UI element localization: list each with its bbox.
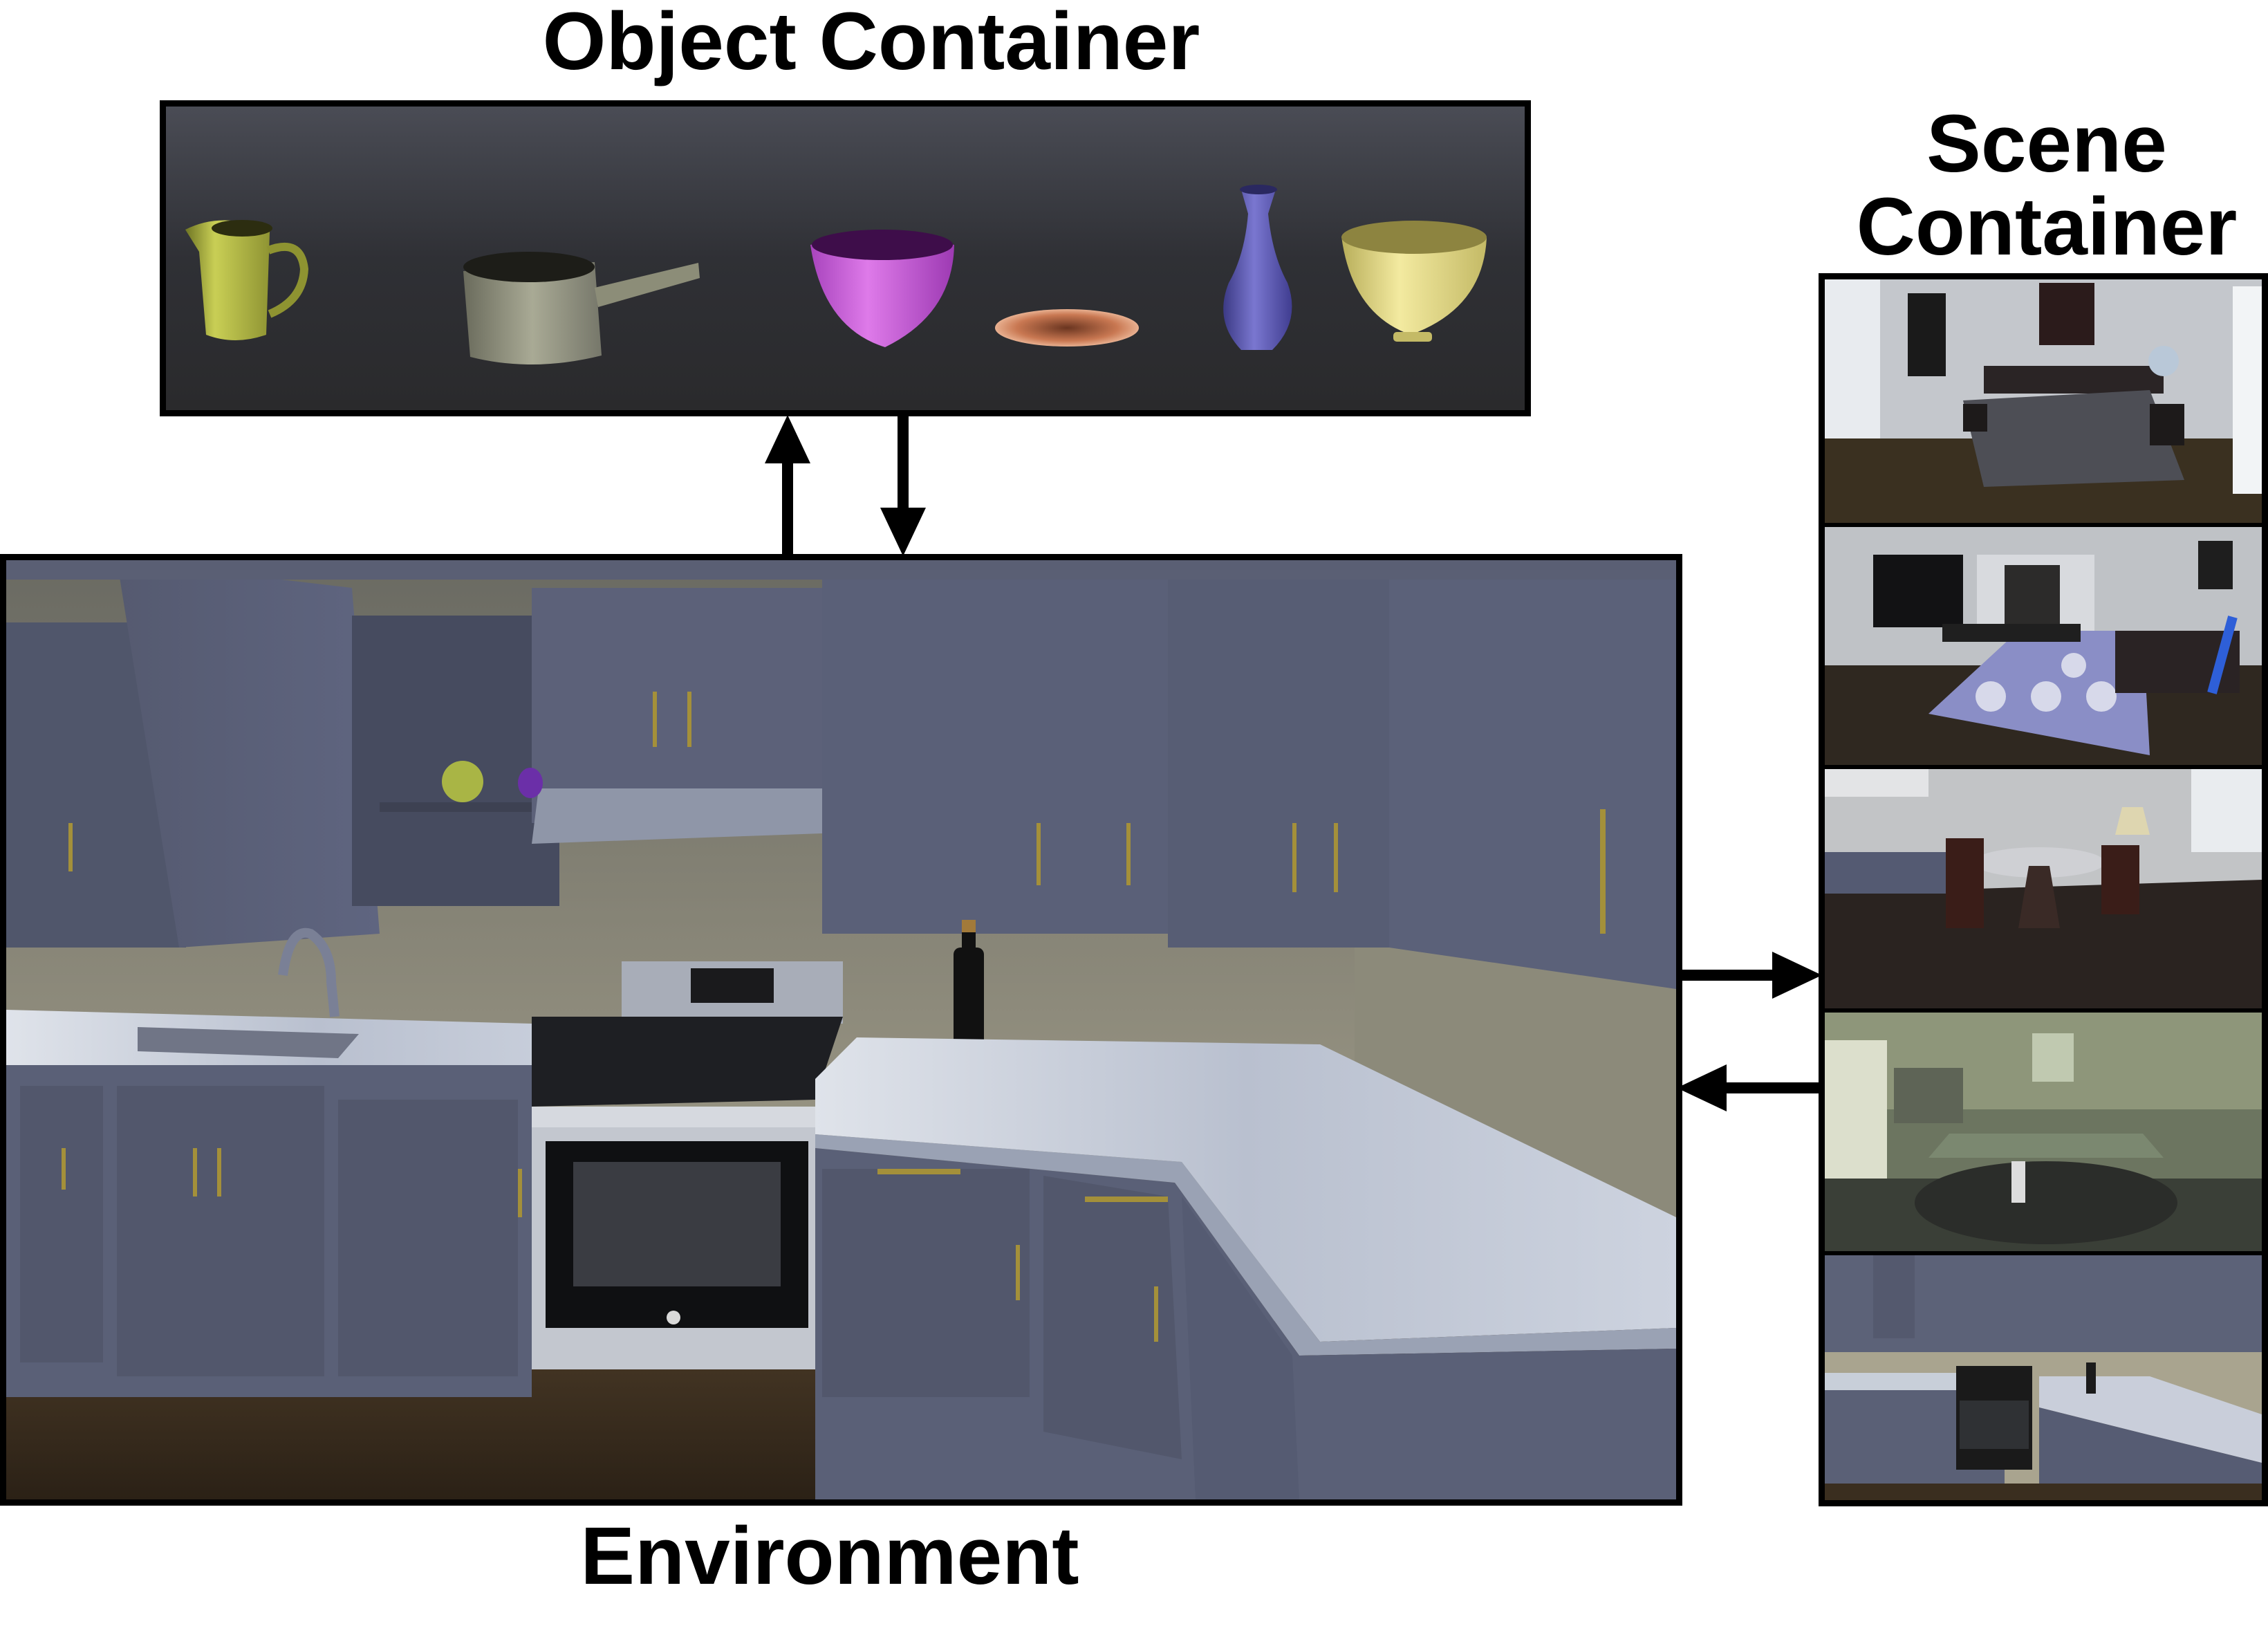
upper-cabinets	[6, 560, 1676, 989]
scene-container-title-line2: Container	[1856, 181, 2238, 273]
scene-container-panel	[1819, 273, 2268, 1506]
pitcher-icon	[185, 220, 309, 340]
vase-icon	[1223, 185, 1292, 350]
kitchen-closeup-thumbnail	[1825, 1255, 2262, 1500]
dining-room-thumbnail	[1825, 769, 2262, 1008]
kitchen-thumbnail	[1825, 1013, 2262, 1251]
bedroom-thumbnail	[1825, 279, 2262, 523]
scene-container-title: Scene Container	[1812, 102, 2268, 269]
arrow-right-icon	[1677, 952, 1822, 999]
environment-kitchen-render	[6, 560, 1676, 1499]
saucepan-icon	[463, 252, 700, 365]
scene-container-title-line1: Scene	[1926, 98, 2167, 190]
environment-panel	[0, 554, 1682, 1506]
arrow-left-icon	[1677, 1064, 1822, 1111]
arrow-up-icon	[765, 415, 810, 556]
stove	[532, 961, 843, 1369]
bowl-icon	[810, 230, 954, 347]
object-container-title: Object Container	[542, 0, 1200, 87]
arrow-down-icon	[880, 415, 926, 556]
living-room-thumbnail	[1825, 527, 2262, 765]
environment-title: Environment	[580, 1510, 1079, 1602]
scene-container-thumbnails	[1825, 279, 2262, 1500]
plate-icon	[995, 309, 1139, 347]
object-container-panel	[160, 100, 1531, 416]
bowl-icon	[1341, 221, 1487, 342]
object-container-scene	[166, 107, 1525, 410]
